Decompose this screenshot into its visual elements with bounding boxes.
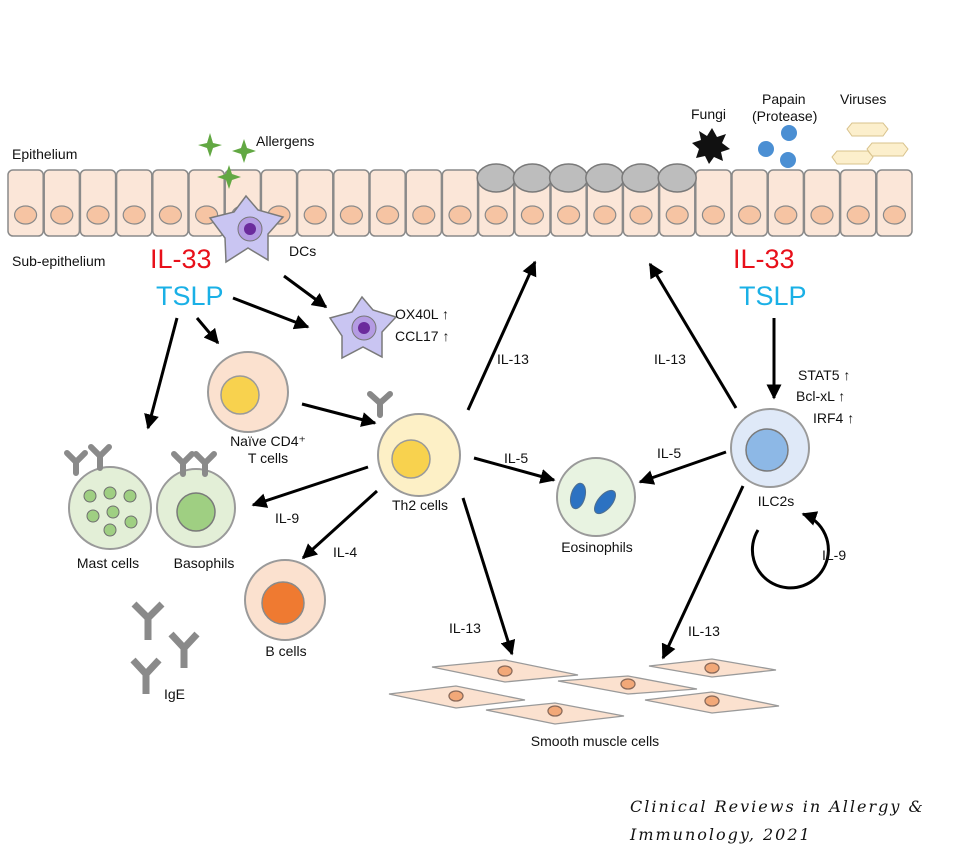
epithelium-layer [7, 169, 913, 237]
ilc2s-label: ILC2s [758, 493, 795, 509]
tslp-left: TSLP [156, 281, 224, 311]
il33-right: IL-33 [733, 244, 795, 274]
il9-th2-label: IL-9 [275, 510, 299, 526]
epithelial-cell [731, 169, 768, 237]
eosinophil [556, 457, 636, 537]
epithelial-cell [405, 169, 443, 237]
epithelial-cell [876, 169, 913, 237]
citation-line-1: Clinical Reviews in Allergy & [630, 797, 925, 816]
papain-icon [758, 125, 797, 168]
tcr-receptor-icon [367, 391, 393, 418]
fungi-icon [692, 128, 730, 164]
mast-cells-label: Mast cells [77, 555, 139, 571]
arrow-tslp-to-mast [144, 317, 179, 430]
irf4-label: IRF4 ↑ [813, 410, 854, 426]
allergen-icons [198, 133, 256, 189]
epithelial-cell [7, 169, 44, 237]
il13-ilc2-smooth-muscle-label: IL-13 [688, 623, 720, 639]
arrow-th2-to-smooth-muscle [461, 497, 516, 656]
allergens-label: Allergens [256, 133, 314, 149]
epithelial-cell [79, 169, 117, 237]
arrow-tslp-to-naive [195, 317, 220, 345]
epithelial-cell [333, 169, 370, 237]
b-cells-label: B cells [265, 643, 306, 659]
ige-receptor-icon [64, 444, 112, 476]
il5-th2-label: IL-5 [504, 450, 528, 466]
dcs-label: DCs [289, 243, 316, 259]
fungi-label: Fungi [691, 106, 726, 122]
protease-label: (Protease) [752, 108, 817, 124]
ige-label: IgE [164, 686, 185, 702]
il13-th2-epithelium-label: IL-13 [497, 351, 529, 367]
arrow-th2-to-epithelium [466, 260, 537, 411]
stat5-label: STAT5 ↑ [798, 367, 850, 383]
tslp-right: TSLP [739, 281, 807, 311]
ige-receptor-icon [171, 451, 217, 477]
goblet-cells [476, 163, 697, 193]
mast-cell [64, 444, 152, 550]
goblet-cell [476, 163, 516, 193]
il9-ilc2-label: IL-9 [822, 547, 846, 563]
goblet-cell [621, 163, 661, 193]
epithelial-cell [152, 169, 189, 237]
epithelial-cell [767, 169, 805, 237]
arrow-ilc2-to-smooth-muscle [661, 485, 745, 660]
arrow-dc-to-activated-dc [283, 274, 328, 309]
arrow-ilc2-to-eosinophil [638, 450, 727, 485]
basophil [156, 451, 236, 548]
smooth-muscle-label: Smooth muscle cells [531, 733, 659, 749]
epithelial-cell [296, 169, 334, 237]
allergen-icon [217, 165, 241, 189]
arrow-th2-to-eosinophil [473, 456, 556, 484]
arrow-ilc2-to-epithelium [648, 262, 738, 409]
virus-icons [831, 122, 909, 165]
th2-label: Th2 cells [392, 497, 448, 513]
pathway-arrows [144, 260, 830, 660]
papain-label: Papain [762, 91, 806, 107]
epithelial-cell [43, 169, 81, 237]
basophils-label: Basophils [174, 555, 235, 571]
goblet-cell [585, 163, 625, 193]
ox40l-label: OX40L ↑ [395, 306, 449, 322]
sub-epithelium-label: Sub-epithelium [12, 253, 105, 269]
arrow-naive-to-th2 [301, 402, 377, 427]
il33-left: IL-33 [150, 244, 212, 274]
il4-label: IL-4 [333, 544, 357, 560]
epithelial-cell [369, 169, 406, 237]
epithelial-cell [839, 169, 877, 237]
naive-t-cell-label: Naïve CD4⁺ [230, 433, 306, 449]
il13-th2-smooth-muscle-label: IL-13 [449, 620, 481, 636]
arrow-tslp-to-activated-dc [232, 296, 310, 330]
citation-line-2: Immunology, 2021 [629, 825, 812, 844]
bclxl-label: Bcl-xL ↑ [796, 388, 845, 404]
naive-t-cell-label-2: T cells [248, 450, 288, 466]
th2-cell [367, 391, 461, 497]
arrow-th2-to-basophil [251, 465, 369, 508]
smooth-muscle-cells [388, 658, 780, 725]
dendritic-cell-top [208, 194, 285, 264]
viruses-label: Viruses [840, 91, 886, 107]
ccl17-label: CCL17 ↑ [395, 328, 449, 344]
goblet-cell [548, 163, 589, 193]
epithelial-cell [115, 169, 153, 237]
ilc2-cell [730, 408, 810, 488]
epithelial-cell [695, 169, 732, 237]
b-cell [244, 559, 326, 641]
epithelial-cell [441, 169, 479, 237]
goblet-cell [512, 163, 553, 193]
allergen-icon [198, 133, 222, 157]
epithelium-label: Epithelium [12, 146, 77, 162]
dendritic-cell-activated [328, 295, 398, 360]
il13-ilc2-epithelium-label: IL-13 [654, 351, 686, 367]
il5-ilc2-label: IL-5 [657, 445, 681, 461]
allergen-icon [232, 139, 256, 163]
naive-t-cell [207, 351, 289, 433]
ige-antibody-icon [130, 601, 200, 694]
epithelial-cell [803, 169, 841, 237]
goblet-cell [657, 163, 697, 193]
arrow-th2-to-bcell [301, 489, 379, 560]
eosinophils-label: Eosinophils [561, 539, 633, 555]
arrow-ilc2-il9-loop [750, 511, 830, 590]
